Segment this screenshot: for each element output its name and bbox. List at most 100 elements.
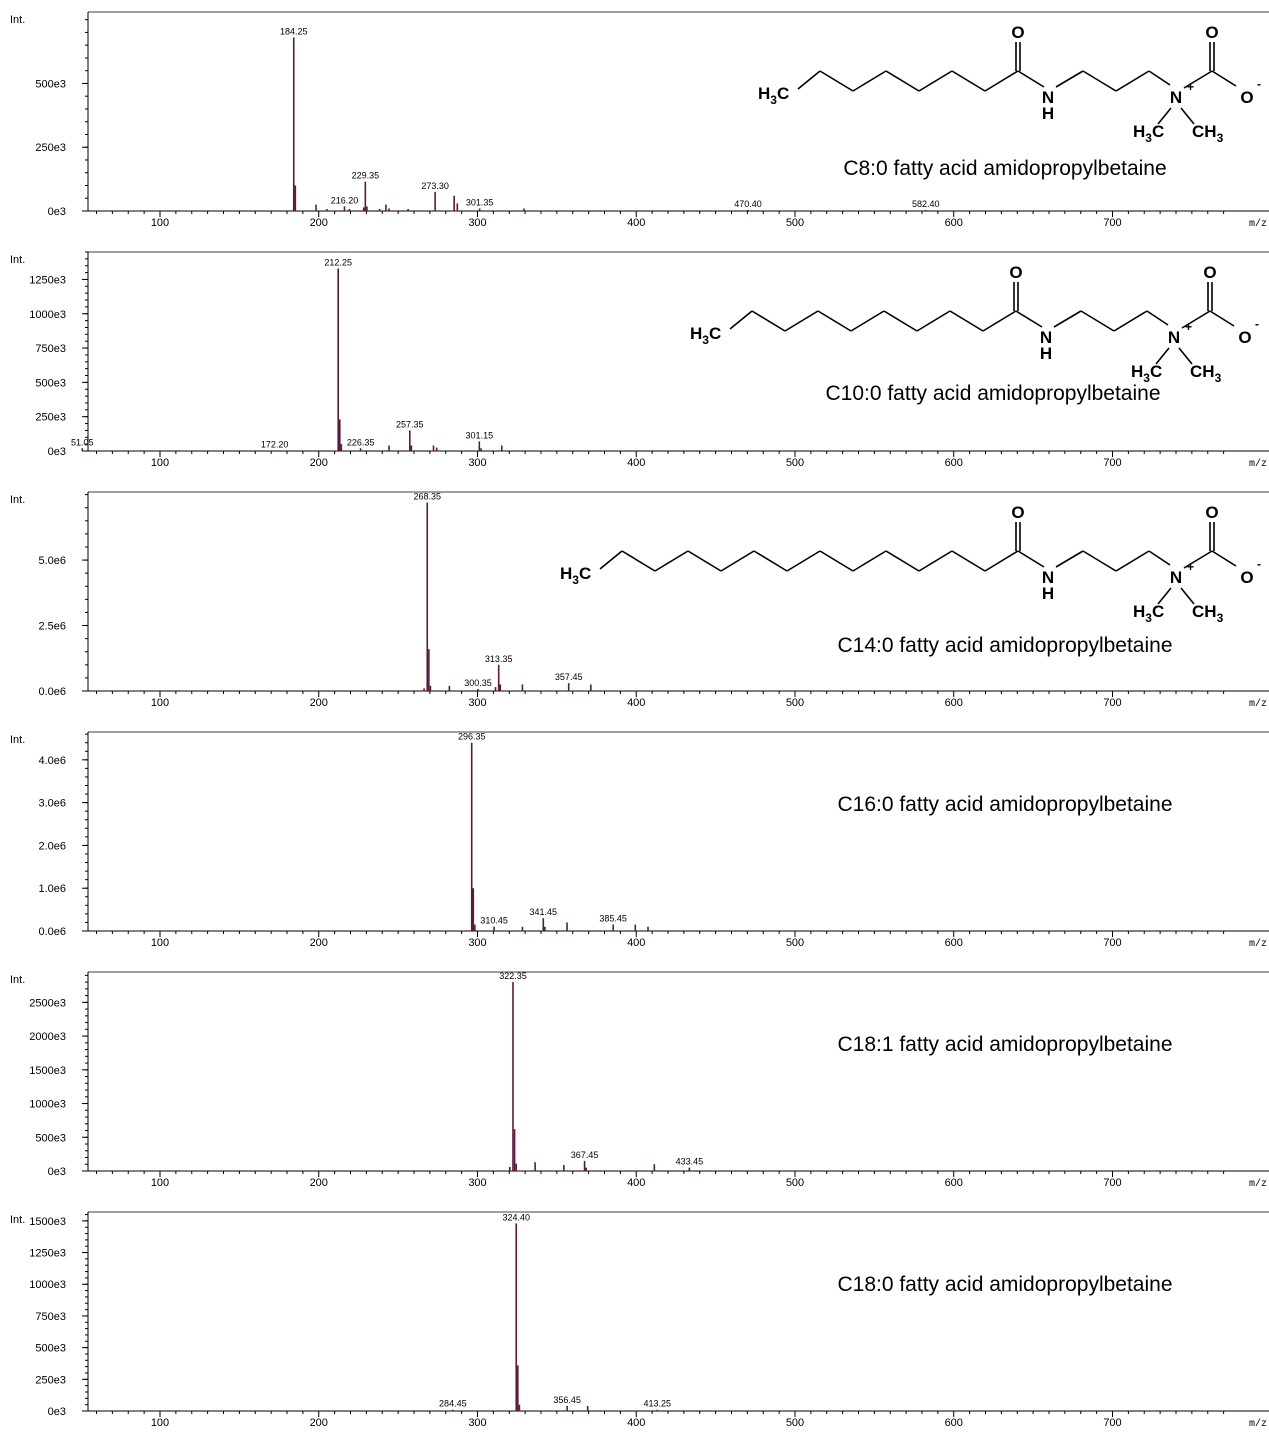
carboxyl-oxygen: O xyxy=(1203,263,1216,282)
n-methyl-left-subscript: 3 xyxy=(1145,131,1152,145)
y-tick-label: 1.0e6 xyxy=(38,883,66,895)
propyl-bond xyxy=(1113,310,1148,332)
peak-label: 582.40 xyxy=(912,199,940,209)
y-tick-label: 0.0e6 xyxy=(38,686,66,698)
n-methyl-bond-right xyxy=(1178,347,1193,365)
spectrum-title: C10:0 fatty acid amidopropylbetaine xyxy=(825,382,1160,405)
y-tick-label: 2500e3 xyxy=(29,997,66,1009)
chain-bond xyxy=(786,550,821,572)
x-tick-label: 500 xyxy=(786,1177,804,1189)
x-tick-label: 400 xyxy=(627,217,645,229)
y-tick-label: 1250e3 xyxy=(29,1248,66,1260)
methyl-carbon: C xyxy=(709,324,721,343)
n-methyl-left-carbon: C xyxy=(1150,362,1162,381)
chain-bond xyxy=(951,70,986,92)
chain-bond xyxy=(984,70,1019,92)
chain-bond xyxy=(852,70,887,92)
propyl-bond xyxy=(1115,70,1150,92)
methyl-subscript: 3 xyxy=(572,573,579,587)
amide-hydrogen: H xyxy=(1042,584,1054,603)
x-tick-label: 600 xyxy=(945,457,963,469)
carboxylate-oxygen: O xyxy=(1238,328,1251,347)
y-tick-label: 250e3 xyxy=(35,412,66,424)
x-tick-label: 200 xyxy=(310,697,328,709)
methyl-bond xyxy=(599,550,623,570)
x-tick-label: 300 xyxy=(468,697,486,709)
chain-bond xyxy=(982,310,1017,332)
x-tick-label: 500 xyxy=(786,457,804,469)
chain-bond xyxy=(885,550,920,572)
x-tick-label: 500 xyxy=(786,937,804,949)
quaternary-nitrogen: N xyxy=(1168,328,1180,347)
chain-bond xyxy=(687,550,722,572)
peak-label: 273.30 xyxy=(421,181,449,191)
x-tick-label: 300 xyxy=(468,1417,486,1429)
x-tick-label: 300 xyxy=(468,217,486,229)
peak-label: 310.45 xyxy=(480,916,508,926)
y-tick-label: 500e3 xyxy=(35,1132,66,1144)
peak-label: 296.35 xyxy=(458,732,486,742)
amide-bond xyxy=(1015,310,1043,328)
methyl-carbon: C xyxy=(579,564,591,583)
chain-bond xyxy=(819,70,854,92)
x-tick-label: 700 xyxy=(1103,1177,1121,1189)
x-tick-label: 700 xyxy=(1103,1417,1121,1429)
peak-label: 385.45 xyxy=(599,914,627,924)
y-tick-label: 0.0e6 xyxy=(38,926,66,938)
y-axis-label: Int. xyxy=(10,734,25,746)
n-methyl-right: CH3 xyxy=(1192,602,1224,625)
y-tick-label: 0e3 xyxy=(48,206,66,218)
y-tick-label: 500e3 xyxy=(35,1343,66,1355)
y-tick-label: 3.0e6 xyxy=(38,798,66,810)
x-unit-label: m/z xyxy=(1249,1418,1267,1430)
y-tick-label: 0e3 xyxy=(48,1166,66,1178)
methyl-label: H3C xyxy=(560,564,591,587)
y-tick-label: 0e3 xyxy=(48,1406,66,1418)
peak-label: 301.15 xyxy=(466,430,494,440)
x-tick-label: 600 xyxy=(945,1177,963,1189)
x-tick-label: 700 xyxy=(1103,217,1121,229)
chain-bond xyxy=(885,70,920,92)
chain-bond xyxy=(753,550,788,572)
x-tick-label: 500 xyxy=(786,697,804,709)
x-tick-label: 400 xyxy=(627,1177,645,1189)
spectrum-title: C18:0 fatty acid amidopropylbetaine xyxy=(837,1273,1172,1296)
peak-label: 433.45 xyxy=(676,1157,704,1167)
x-tick-label: 200 xyxy=(310,457,328,469)
carboxyl-bond xyxy=(1183,550,1213,569)
quaternary-bond xyxy=(1146,310,1169,326)
x-unit-label: m/z xyxy=(1249,1178,1267,1190)
amide-bond xyxy=(1017,70,1045,88)
n-methyl-bond-left xyxy=(1157,107,1172,125)
y-tick-label: 500e3 xyxy=(35,78,66,90)
methyl-subscript: 3 xyxy=(702,333,709,347)
carboxyl-bond xyxy=(1183,70,1213,89)
n-methyl-left: H3C xyxy=(1131,362,1162,385)
chain-bond xyxy=(654,550,689,572)
peak-label: 413.25 xyxy=(644,1399,672,1409)
methyl-subscript: 3 xyxy=(770,93,777,107)
chain-bond xyxy=(819,550,854,572)
propyl-bond xyxy=(1055,70,1084,88)
y-axis-label: Int. xyxy=(10,494,25,506)
x-tick-label: 400 xyxy=(627,937,645,949)
quaternary-nitrogen: N xyxy=(1170,88,1182,107)
quaternary-bond xyxy=(1148,70,1171,86)
negative-charge: - xyxy=(1257,77,1261,91)
y-tick-label: 250e3 xyxy=(35,1374,66,1386)
carboxylate-oxygen: O xyxy=(1240,88,1253,107)
y-tick-label: 1250e3 xyxy=(29,274,66,286)
x-unit-label: m/z xyxy=(1249,218,1267,230)
y-tick-label: 1000e3 xyxy=(29,1099,66,1111)
peak-label: 212.25 xyxy=(324,257,352,267)
y-axis-label: Int. xyxy=(10,14,25,26)
y-axis-label: Int. xyxy=(10,254,25,266)
positive-charge: + xyxy=(1187,80,1194,94)
peak-label: 356.45 xyxy=(553,1395,581,1405)
